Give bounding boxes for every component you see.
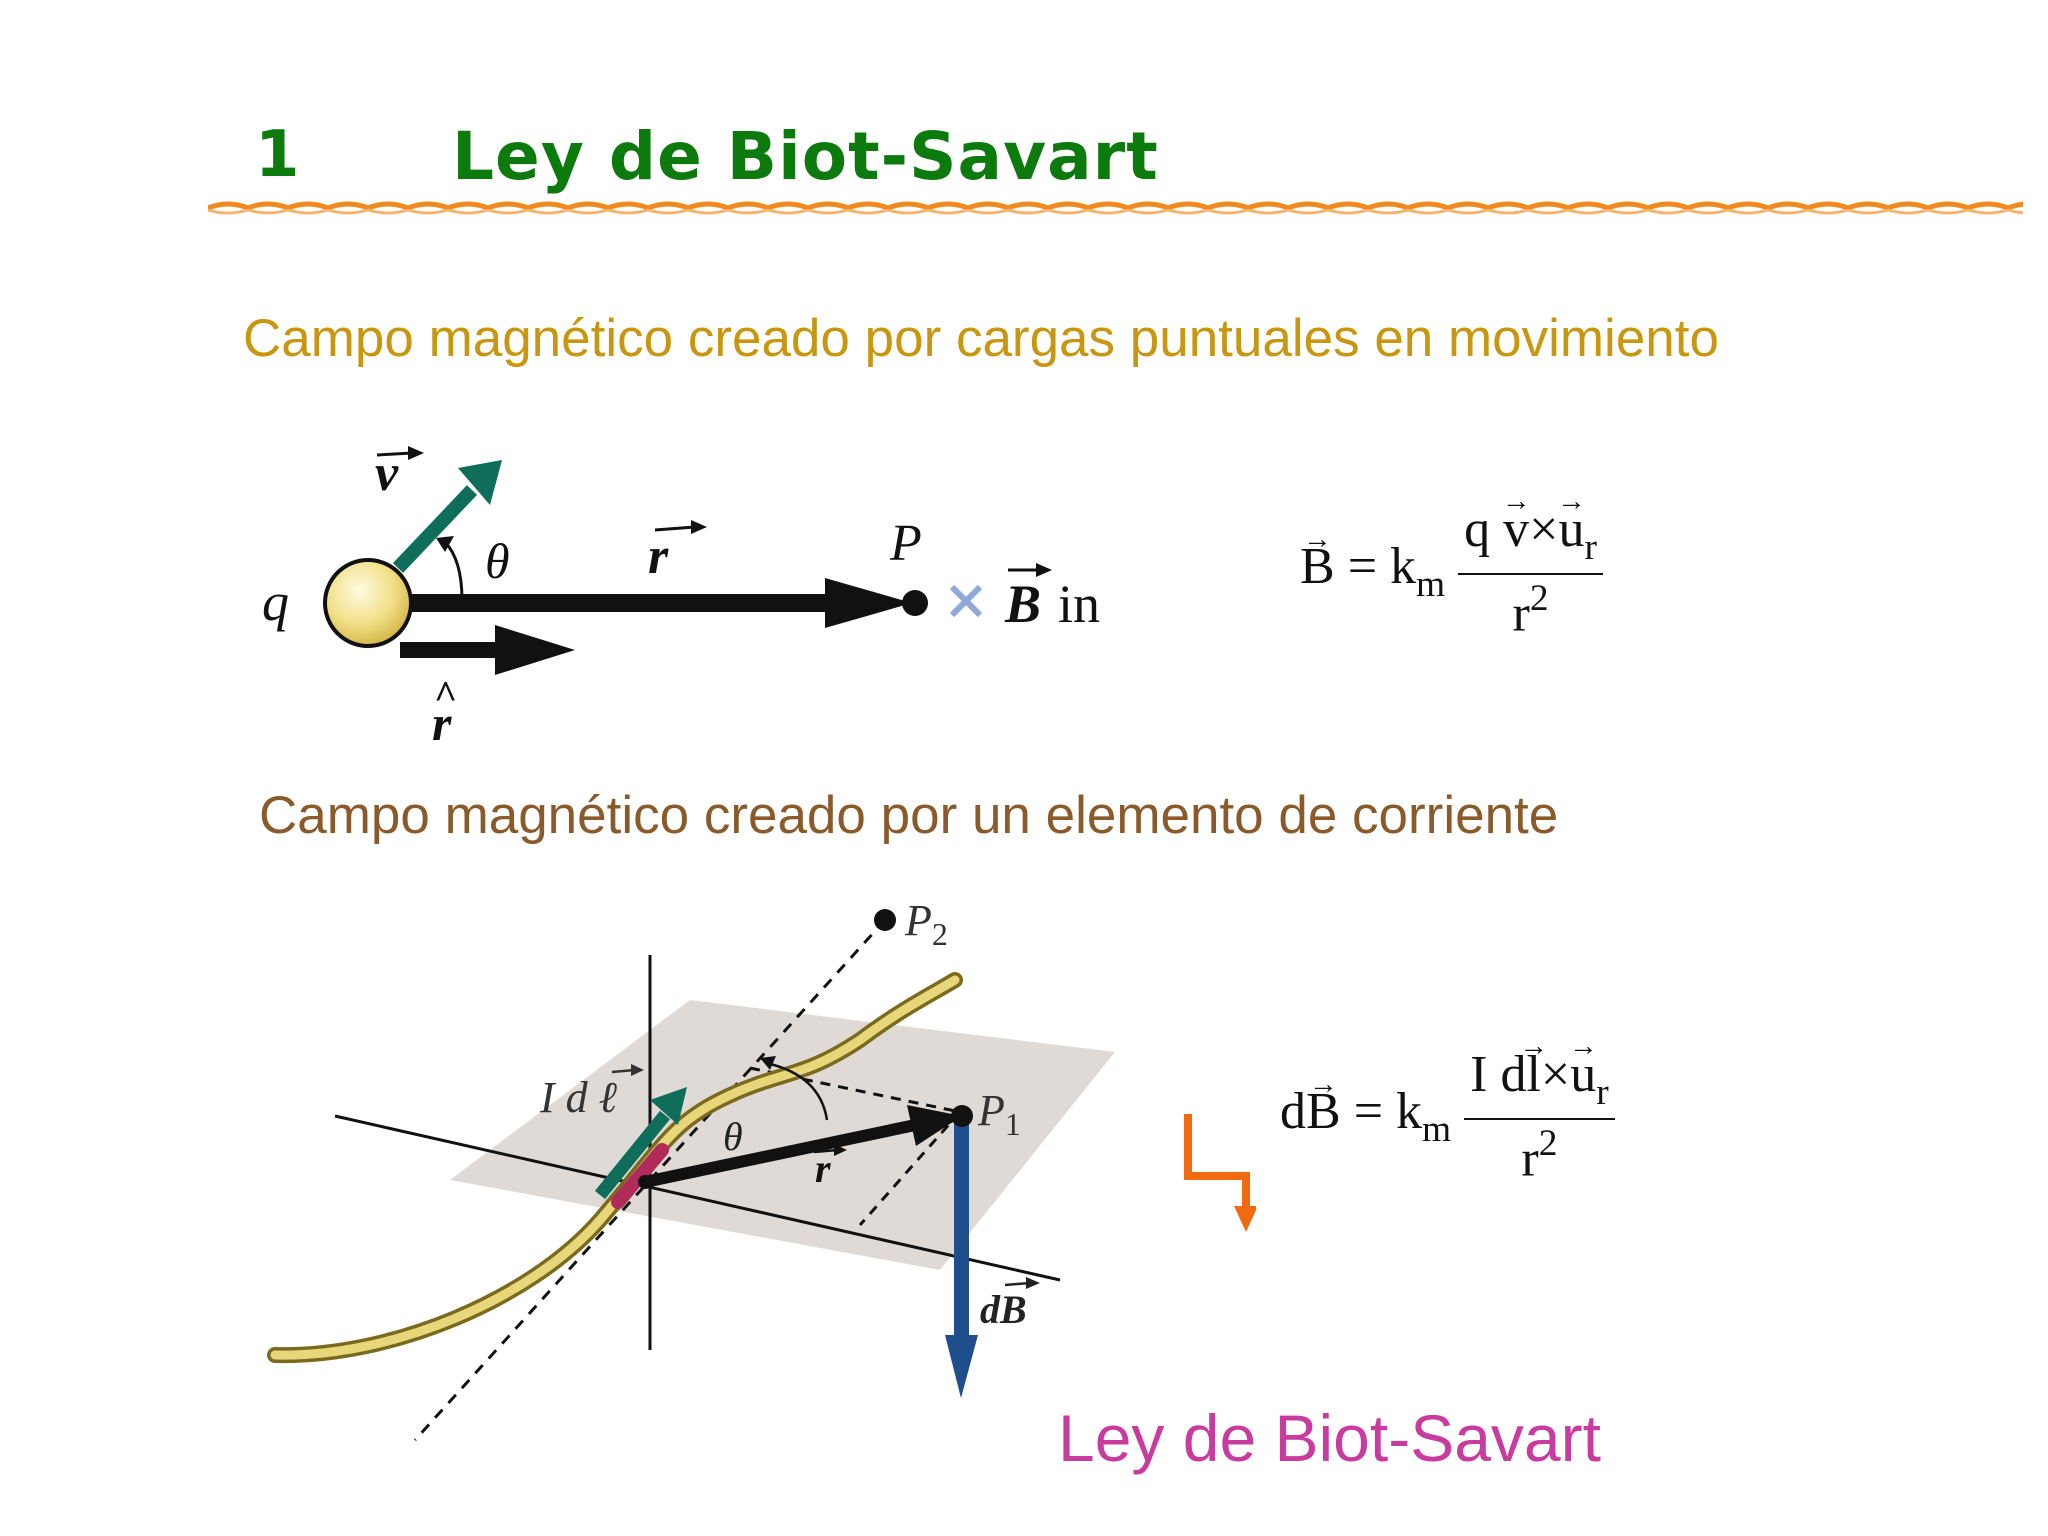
label-point-p: P <box>889 515 922 572</box>
formula1-r-sup: 2 <box>1529 578 1549 620</box>
r-hat-arrow <box>400 625 575 675</box>
formula2-l: l <box>1526 1045 1540 1104</box>
subtitle-point-charges: Campo magnético creado por cargas puntua… <box>243 309 1719 368</box>
theta-arc-head <box>436 536 454 552</box>
current-element-segment <box>611 1143 669 1209</box>
formula1-r: r <box>1512 585 1530 643</box>
formula2-b: B <box>1306 1082 1341 1141</box>
r-label-arrow <box>654 520 707 534</box>
formula2-k-sub: m <box>1422 1109 1452 1151</box>
velocity-label-arrow <box>376 446 424 460</box>
formula2-u: u <box>1570 1045 1596 1104</box>
label-theta: θ <box>485 533 510 589</box>
subtitle-current-element: Campo magnético creado por un elemento d… <box>259 786 1559 845</box>
point-charge-diagram: q v θ r r ^ P B in <box>262 445 1100 751</box>
r-vector-arrow-2 <box>643 1105 962 1188</box>
step-down-arrow-icon <box>1184 1114 1256 1232</box>
formula1-cross: × <box>1529 501 1559 558</box>
label-p1: P1 <box>977 1086 1021 1142</box>
formula1-equals: = <box>1347 538 1378 596</box>
label-idl: I d ℓ <box>539 1073 618 1122</box>
formula1-b: B <box>1300 537 1335 596</box>
label-p2: P2 <box>904 896 948 952</box>
formula2-d: d <box>1280 1083 1306 1141</box>
formula1-fraction: q v×ur r2 <box>1458 500 1603 644</box>
label-r-vector-2: r <box>815 1146 831 1191</box>
formula2-fraction: I dl×ur r2 <box>1464 1045 1615 1189</box>
label-theta-2: θ <box>723 1114 743 1159</box>
formula2-k: k <box>1396 1083 1423 1141</box>
label-r-vector: r <box>648 528 669 585</box>
label-r-hat: r <box>432 695 452 751</box>
formula2-r-sup: 2 <box>1538 1123 1558 1165</box>
formula2-r: r <box>1521 1130 1539 1188</box>
formula1-u: u <box>1558 500 1584 559</box>
formula-point-charge: B = km q v×ur r2 <box>1300 500 1603 644</box>
r-hat-caret: ^ <box>434 672 457 717</box>
r2-label-arrow <box>813 1144 847 1156</box>
idl-arrow <box>594 1087 687 1200</box>
r-vector-arrow <box>360 578 912 628</box>
current-wire-highlight <box>270 975 960 1360</box>
point-p-dot <box>902 590 928 616</box>
dashed-line-right <box>858 1111 962 1226</box>
page-title: Ley de Biot-Savart <box>452 118 1159 195</box>
label-b-in: in <box>1058 574 1100 634</box>
formula1-q: q <box>1464 501 1491 558</box>
conclusion-label: Ley de Biot-Savart <box>1058 1401 1601 1475</box>
current-element-diagram: P2 P1 I d ℓ θ r dB <box>267 896 1115 1442</box>
formula1-k: k <box>1390 538 1417 596</box>
db-label-arrow <box>1004 1277 1040 1289</box>
theta-arc-2 <box>765 1061 829 1121</box>
formula2-u-sub: r <box>1596 1072 1609 1114</box>
section-number: 1 <box>255 118 300 192</box>
point-p1-dot <box>951 1105 973 1127</box>
charge-sphere <box>323 558 413 648</box>
horizontal-axis <box>334 1114 1061 1282</box>
formula-current-element: dB = km I dl×ur r2 <box>1280 1045 1615 1189</box>
theta-arc <box>443 540 464 601</box>
formula2-i: I <box>1470 1046 1488 1103</box>
label-b-field: B <box>1004 574 1041 634</box>
label-charge-q: q <box>262 572 289 632</box>
velocity-arrow <box>392 460 502 573</box>
decorative-wavy-rule <box>208 201 2023 215</box>
db-arrow <box>945 1116 978 1398</box>
formula2-equals: = <box>1353 1083 1384 1141</box>
idl-label-arrow <box>611 1064 644 1076</box>
label-db: dB <box>980 1287 1027 1332</box>
b-label-arrow <box>1008 563 1052 577</box>
formula1-k-sub: m <box>1416 564 1446 606</box>
origin-dot <box>638 1175 652 1189</box>
formula1-v: v <box>1503 500 1529 559</box>
cross-x-icon <box>949 584 983 618</box>
formula1-u-sub: r <box>1584 527 1597 569</box>
point-p2-dot <box>874 909 896 931</box>
theta-arc-2-head <box>760 1056 776 1070</box>
